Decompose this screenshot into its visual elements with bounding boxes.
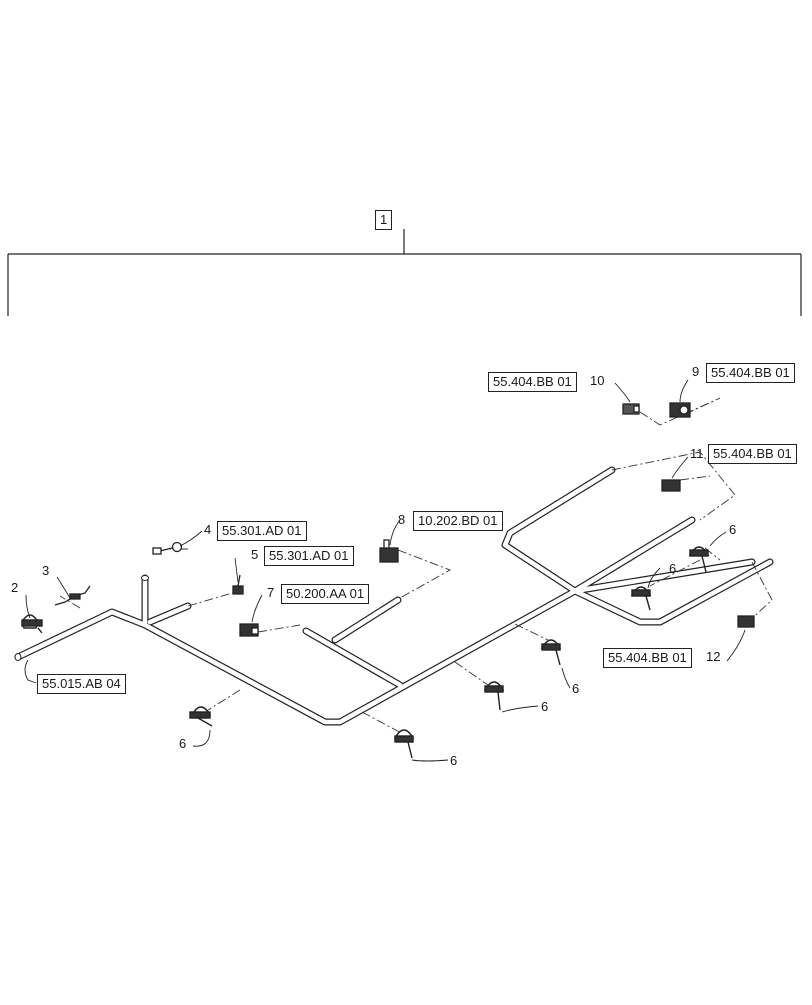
ring-terminal-item-4 <box>152 541 183 555</box>
harness-cable <box>14 466 774 726</box>
clamp-6a <box>189 706 213 727</box>
callout-6-left: 6 <box>179 736 187 751</box>
assembly-label: 1 <box>375 210 393 230</box>
callout-8: 8 <box>398 512 406 527</box>
callout-10: 10 <box>590 373 605 388</box>
callout-6-mid: 6 <box>541 699 549 714</box>
ref-item-9[interactable]: 55.404.BB 01 <box>706 363 795 383</box>
clamp-6c <box>483 681 505 711</box>
callout-3: 3 <box>42 563 50 578</box>
callout-12: 12 <box>706 649 721 664</box>
clamp-6b <box>393 729 415 759</box>
callout-2: 2 <box>11 580 19 595</box>
ref-item-4[interactable]: 55.301.AD 01 <box>217 521 307 541</box>
ref-item-8[interactable]: 10.202.BD 01 <box>413 511 503 531</box>
callout-6-upper: 6 <box>669 561 677 576</box>
ref-harness[interactable]: 55.015.AB 04 <box>37 674 126 694</box>
connector-item-8 <box>379 539 399 563</box>
callout-9: 9 <box>692 364 700 379</box>
clamp-item-2 <box>21 614 43 634</box>
clamp-6d <box>540 639 562 666</box>
connector-item-10 <box>622 403 640 415</box>
ref-item-10[interactable]: 55.404.BB 01 <box>488 372 577 392</box>
callout-7: 7 <box>267 585 275 600</box>
connector-item-12 <box>737 615 755 628</box>
leader-lines <box>59 397 773 736</box>
connector-item-7 <box>239 623 259 637</box>
callout-6-right: 6 <box>572 681 580 696</box>
resistor-item-3 <box>54 585 91 606</box>
ref-item-11[interactable]: 55.404.BB 01 <box>708 444 797 464</box>
callout-6-bottom: 6 <box>450 753 458 768</box>
ref-item-12[interactable]: 55.404.BB 01 <box>603 648 692 668</box>
callout-leaders <box>24 379 746 762</box>
callout-6-top: 6 <box>729 522 737 537</box>
callout-5: 5 <box>251 547 259 562</box>
connector-item-5 <box>232 574 244 595</box>
connector-item-9 <box>669 402 691 418</box>
callout-11: 11 <box>690 446 704 461</box>
ref-item-5[interactable]: 55.301.AD 01 <box>264 546 354 566</box>
assembly-bracket <box>7 229 802 316</box>
ref-item-7[interactable]: 50.200.AA 01 <box>281 584 370 604</box>
clamp-6e <box>630 586 652 611</box>
callout-4: 4 <box>204 522 212 537</box>
connector-item-11 <box>661 479 681 492</box>
clamps-item-6 <box>189 546 710 759</box>
clamp-6f <box>688 546 710 573</box>
